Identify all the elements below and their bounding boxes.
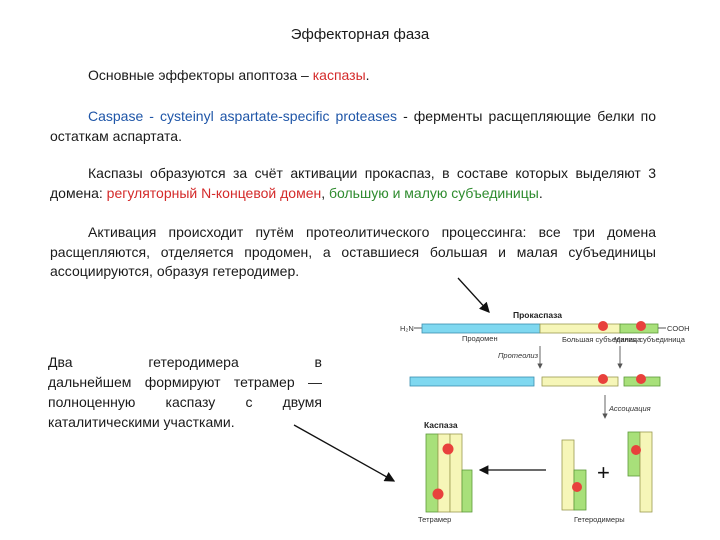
paragraph-activation: Активация происходит путём протеолитичес… bbox=[50, 223, 656, 282]
paragraph-effectors: Основные эффекторы апоптоза – каспазы. bbox=[50, 66, 656, 86]
prodomain-cleaved bbox=[409, 376, 535, 387]
p3-domain-green: большую и малую субъединицы bbox=[329, 184, 539, 201]
pointer-arrow-to-procaspase bbox=[457, 277, 490, 313]
p3-sep: , bbox=[321, 184, 329, 201]
heterodimer-2 bbox=[627, 431, 653, 513]
association-label: Ассоциация bbox=[608, 404, 651, 413]
caspase-label: Каспаза bbox=[424, 420, 458, 430]
p4-text: Активация происходит путём протеолитичес… bbox=[50, 224, 656, 279]
tetramer-label: Тетрамер bbox=[418, 515, 451, 524]
side-first-line: Два гетеродимера в bbox=[48, 354, 322, 370]
small-subunit-label: Малая субъединица bbox=[614, 335, 686, 344]
proteolysis-label: Протеолиз bbox=[498, 351, 539, 360]
procaspase-label: Прокаспаза bbox=[513, 310, 562, 320]
p3-text: Каспазы образуются за счёт активации про… bbox=[50, 165, 656, 201]
cooh-label: COOH bbox=[667, 324, 690, 333]
sidebar-text-tetramer: Два гетеродимера в дальнейшем формируют … bbox=[48, 352, 322, 432]
pointer-arrow-to-tetramer bbox=[293, 424, 396, 482]
heterodimers-label: Гетеродимеры bbox=[574, 515, 625, 524]
page-title: Эффекторная фаза bbox=[290, 26, 430, 43]
active-site-dot bbox=[636, 374, 646, 384]
plus-sign: + bbox=[597, 460, 610, 485]
active-site-dot bbox=[598, 321, 608, 331]
nh2-label: H₂N bbox=[400, 324, 414, 333]
large-subunit-label: Большая субъединица bbox=[562, 335, 642, 344]
paragraph-caspase-definition: Caspase - cysteinyl aspartate-specific p… bbox=[50, 107, 656, 146]
p1-end: . bbox=[365, 67, 370, 83]
p2-term: Caspase - cysteinyl aspartate-specific p… bbox=[88, 108, 398, 124]
heterodimer-1 bbox=[561, 439, 587, 511]
prodomain-label: Продомен bbox=[462, 334, 498, 343]
large-subunit-cleaved bbox=[541, 376, 619, 387]
p2-rest: - ферменты расщепляющие белки по остатка… bbox=[50, 108, 656, 144]
p3-domain-red: регуляторный N-концевой домен bbox=[106, 184, 322, 201]
large-subunit-bar bbox=[539, 323, 621, 334]
p1-text: Основные эффекторы апоптоза – bbox=[88, 67, 313, 83]
active-site-dot bbox=[598, 374, 608, 384]
active-site-dot bbox=[636, 321, 646, 331]
p3-end: . bbox=[538, 184, 543, 201]
side-rest: дальнейшем формируют тетрамер — полноцен… bbox=[48, 374, 322, 430]
paragraph-procaspase-domains: Каспазы образуются за счёт активации про… bbox=[50, 164, 656, 203]
tetramer bbox=[425, 433, 473, 513]
prodomain-bar bbox=[421, 323, 541, 334]
p1-highlight: каспазы bbox=[312, 67, 366, 83]
